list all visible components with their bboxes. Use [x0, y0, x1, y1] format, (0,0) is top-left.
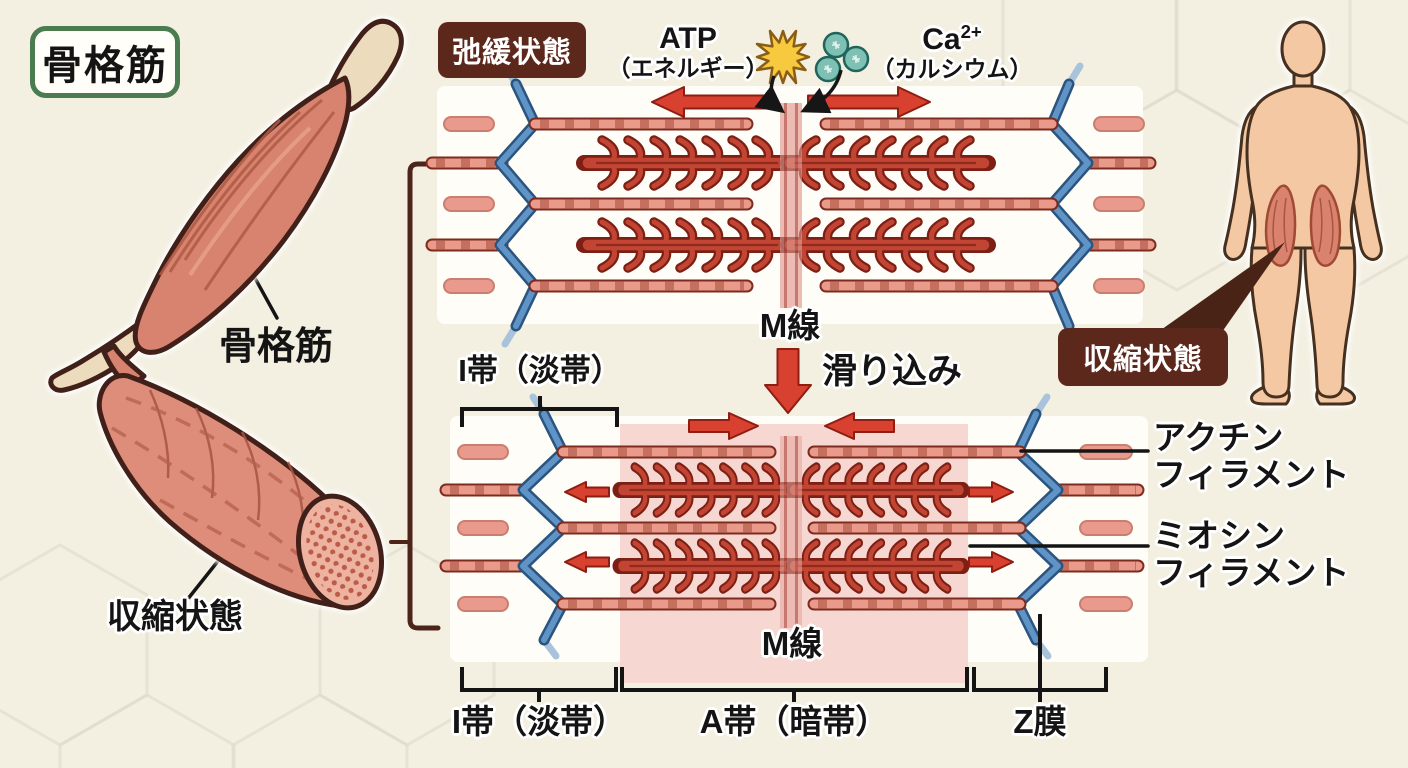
atp-starburst-icon	[755, 29, 811, 85]
connector-bracket	[389, 161, 441, 631]
cut-filament-stubs	[443, 116, 1145, 294]
pointer-wedge	[1158, 242, 1285, 332]
actin-filament-label: アクチン フィラメント	[1153, 419, 1350, 493]
muscle-fiber-cross-section	[295, 493, 385, 611]
human-body-illustration	[1223, 20, 1383, 406]
muscle-fiber-bundle	[96, 373, 385, 611]
m-line-overlay	[780, 436, 802, 628]
atp-text: ATP	[659, 22, 717, 55]
myosin-filament-label: ミオシン フィラメント	[1153, 517, 1350, 591]
thigh-muscle	[1264, 184, 1342, 267]
actin-filaments	[528, 117, 1059, 293]
z-membrane-label: Z膜	[1013, 703, 1067, 740]
skeletal-muscle-illustration	[48, 18, 404, 611]
cut-filament-stubs	[457, 444, 1133, 612]
page-title: 骨格筋	[30, 26, 180, 98]
m-line-overlay	[780, 103, 802, 308]
entry-arrows	[754, 69, 843, 114]
sliding-down-arrow	[764, 348, 812, 414]
contracted-state-badge: 収縮状態	[1058, 328, 1228, 386]
atp-label: ATP （エネルギー）	[598, 22, 778, 81]
calcium-label: Ca2+ （カルシウム）	[862, 21, 1042, 82]
sliding-label: 滑り込み	[822, 352, 963, 391]
i-band-label-top: I帯（淡帯）	[458, 353, 622, 388]
actin-filaments	[556, 445, 1027, 611]
m-line-label-bottom: M線	[761, 625, 823, 662]
calcium-note: （カルシウム）	[871, 55, 1033, 82]
calcium-ions-icon	[814, 31, 870, 83]
pull-arrow-left-1	[564, 481, 610, 503]
pull-arrow-left-2	[564, 551, 610, 573]
m-line-label-top: M線	[759, 307, 821, 344]
contracted-sarcomere-diagram	[439, 393, 1145, 660]
converge-arrow-right	[824, 412, 895, 440]
a-band-label: A帯（暗帯）	[699, 703, 889, 740]
pull-arrow-right-2	[968, 551, 1014, 573]
atp-note: （エネルギー）	[607, 54, 769, 81]
adjacent-actin-filaments	[425, 156, 1157, 252]
pull-arrow-right-1	[968, 481, 1014, 503]
i-band-label-bottom: I帯（淡帯）	[451, 703, 627, 740]
muscle-label: 骨格筋	[218, 326, 333, 368]
adjacent-actin-filaments	[439, 483, 1145, 573]
band-brackets	[460, 396, 1108, 702]
converge-arrow-left	[688, 412, 759, 440]
page-title-text: 骨格筋	[42, 44, 168, 88]
fiber-label: 収縮状態	[107, 598, 243, 636]
calcium-text: Ca2+	[922, 21, 982, 56]
relaxed-state-badge: 弛緩状態	[438, 22, 586, 78]
